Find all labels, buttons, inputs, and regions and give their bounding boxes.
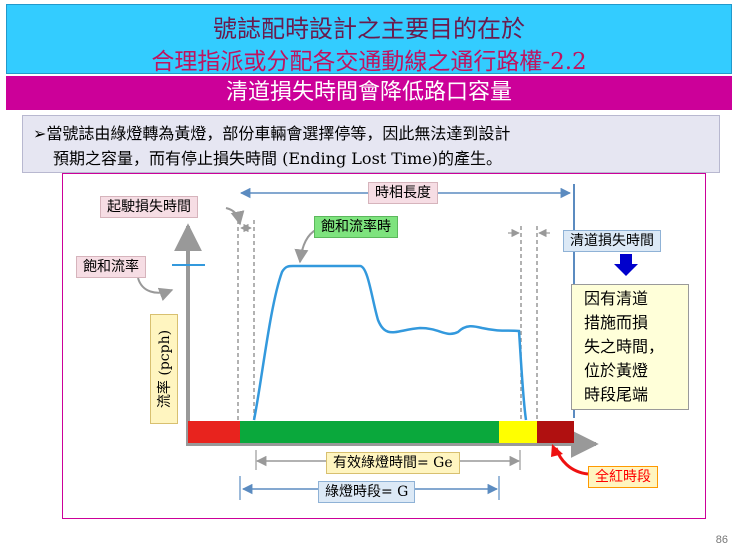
y-axis-label: 流率 (pcph)	[157, 329, 173, 409]
guide-lines	[237, 220, 538, 422]
green-segment	[240, 421, 499, 443]
all-red-label: 全紅時段	[588, 466, 658, 488]
subtitle-banner: 清道損失時間會降低路口容量	[6, 76, 732, 110]
bullet-marker-icon: ➢	[33, 124, 47, 143]
saturation-flow-label: 飽和流率	[76, 256, 146, 278]
clearance-note: 因有清道 措施而損 失之時間， 位於黃燈 時段尾端	[571, 284, 689, 410]
down-arrow-icon	[614, 254, 638, 276]
startup-lost-time-label: 起駛損失時間	[100, 196, 198, 218]
red-segment	[188, 421, 240, 443]
page-number: 86	[715, 534, 728, 546]
satflow-callout-arrow	[137, 277, 174, 301]
diagram-frame	[62, 173, 706, 519]
green-interval-label: 綠燈時段= G	[318, 481, 416, 503]
startup-callout-arrow	[225, 207, 245, 226]
y-axis-label-box: 流率 (pcph)	[150, 314, 178, 424]
red-arrow-head-icon	[551, 444, 563, 457]
effective-green-label: 有效綠燈時間= Ge	[326, 452, 460, 474]
all-red-callout-arrow	[554, 447, 589, 476]
bullet-box: ➢當號誌由綠燈轉為黃燈，部份車輛會選擇停等，因此無法達到設計 預期之容量，而有停…	[22, 115, 720, 173]
title-banner: 號誌配時設計之主要目的在於 合理指派或分配各交通動線之通行路權-2.2	[6, 4, 732, 75]
title-line-1: 號誌配時設計之主要目的在於	[213, 15, 525, 43]
title-line-2: 合理指派或分配各交通動線之通行路權-2.2	[151, 49, 587, 75]
yellow-segment	[499, 421, 537, 443]
saturation-flow-at-label: 飽和流率時	[314, 216, 398, 238]
all-red-segment	[537, 421, 574, 443]
clearance-lost-time-label: 清道損失時間	[563, 230, 661, 252]
phase-length-label: 時相長度	[368, 182, 438, 204]
flow-curve	[252, 264, 528, 421]
bullet-line-1: ➢當號誌由綠燈轉為黃燈，部份車輛會選擇停等，因此無法達到設計	[33, 120, 510, 144]
bullet-text-1: 當號誌由綠燈轉為黃燈，部份車輛會選擇停等，因此無法達到設計	[46, 124, 511, 143]
bullet-line-2: 預期之容量，而有停止損失時間 (Ending Lost Time)的產生。	[53, 149, 502, 168]
